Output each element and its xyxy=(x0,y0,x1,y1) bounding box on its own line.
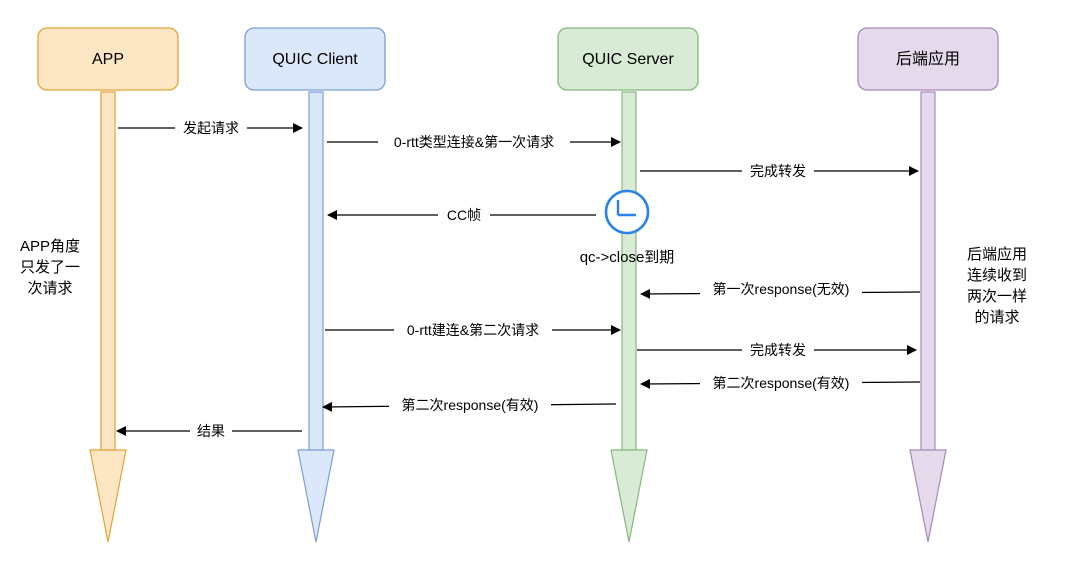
note-backend-line: 后端应用 xyxy=(967,245,1027,263)
message-7: 完成转发 xyxy=(637,341,917,359)
message-3-label: 完成转发 xyxy=(750,163,806,179)
participant-server: QUIC Server xyxy=(557,27,699,91)
message-4-label: CC帧 xyxy=(447,207,481,223)
message-8: 第二次response(有效) xyxy=(640,374,921,392)
note-backend: 后端应用 连续收到 两次一样 的请求 xyxy=(967,245,1027,326)
note-app-line: 只发了一 xyxy=(20,259,80,276)
lifeline-client xyxy=(297,91,335,543)
lifeline-app xyxy=(89,91,127,543)
participant-backend: 后端应用 xyxy=(857,27,999,91)
message-3: 完成转发 xyxy=(640,162,919,180)
participant-app-label: APP xyxy=(92,51,124,68)
message-7-label: 完成转发 xyxy=(750,342,806,358)
note-backend-line: 两次一样 xyxy=(967,288,1027,305)
message-1: 发起请求 xyxy=(118,119,303,137)
message-2-label: 0-rtt类型连接&第一次请求 xyxy=(394,134,554,150)
message-9: 第二次response(有效) xyxy=(322,396,617,414)
participant-backend-label: 后端应用 xyxy=(896,49,960,68)
participant-app: APP xyxy=(37,27,179,91)
note-app-line: APP角度 xyxy=(20,238,80,255)
message-9-label: 第二次response(有效) xyxy=(402,397,539,413)
message-6-label: 0-rtt建连&第二次请求 xyxy=(407,322,539,338)
participant-server-label: QUIC Server xyxy=(582,51,674,68)
message-10: 结果 xyxy=(116,422,302,440)
participant-client-label: QUIC Client xyxy=(272,51,358,68)
message-4: CC帧 xyxy=(327,206,596,224)
message-5: 第一次response(无效) xyxy=(640,280,921,299)
clock-icon xyxy=(604,189,650,235)
note-backend-line: 的请求 xyxy=(974,309,1019,326)
message-2: 0-rtt类型连接&第一次请求 xyxy=(327,133,621,151)
timer-label: qc->close到期 xyxy=(580,249,675,266)
participant-client: QUIC Client xyxy=(244,27,386,91)
lifeline-backend xyxy=(909,91,947,543)
note-backend-line: 连续收到 xyxy=(967,267,1027,284)
note-app: APP角度 只发了一 次请求 xyxy=(20,238,80,297)
message-5-label: 第一次response(无效) xyxy=(713,281,850,297)
lifeline-server xyxy=(610,91,648,543)
message-10-label: 结果 xyxy=(197,423,225,439)
note-app-line: 次请求 xyxy=(27,280,72,297)
message-6: 0-rtt建连&第二次请求 xyxy=(325,321,621,339)
message-8-label: 第二次response(有效) xyxy=(713,375,850,391)
message-1-label: 发起请求 xyxy=(183,120,239,136)
